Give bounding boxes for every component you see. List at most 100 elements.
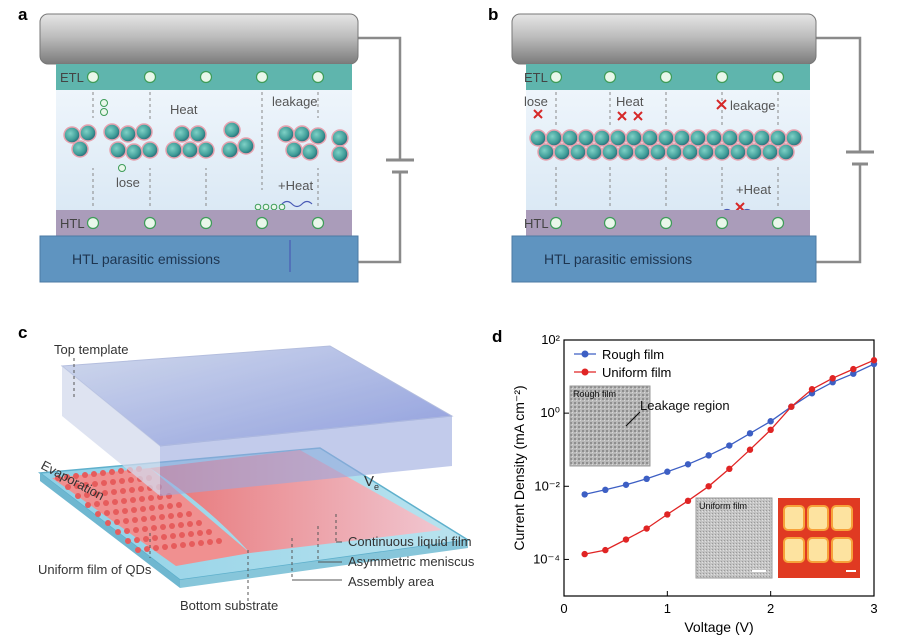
rough-film-inset-label: Rough film (573, 389, 616, 399)
qd-dot (114, 519, 120, 525)
qd-dot (697, 143, 715, 161)
continuous-film-label: Continuous liquid film (348, 534, 472, 549)
qd-dot (84, 492, 90, 498)
pixel-emission (783, 505, 805, 531)
qd-dot (110, 479, 116, 485)
qd-dot (176, 502, 182, 508)
qd-dot (216, 538, 222, 544)
qd-dot (141, 516, 147, 522)
data-point (767, 418, 774, 425)
data-point (664, 468, 671, 475)
qd-dot (125, 538, 131, 544)
panel-c: c Top template Evaporation Ve Continuous… (18, 323, 475, 613)
x-axis-label: Voltage (V) (684, 619, 753, 635)
qd-dot (170, 533, 176, 539)
uniform-film-label: Uniform film of QDs (38, 562, 152, 577)
heat-wave (281, 200, 313, 208)
velocity-label: Ve (364, 473, 379, 492)
y-tick-label: 10⁰ (540, 405, 560, 420)
qd-dot (104, 510, 110, 516)
annotation-leaders (73, 358, 337, 604)
hole-charges (86, 216, 325, 230)
uniform-qd-film (529, 129, 803, 161)
qd-dot (129, 487, 135, 493)
top-electrode (39, 13, 359, 65)
qd-dot (91, 471, 97, 477)
qd-dot (162, 544, 168, 550)
qd-dot (65, 484, 71, 490)
data-point (726, 442, 733, 449)
leakage-label: leakage (730, 98, 776, 113)
data-point (602, 486, 609, 494)
data-point (746, 430, 754, 437)
pixel-emission (831, 537, 853, 563)
heat-label: Heat (170, 102, 198, 117)
bottom-substrate-label: Bottom substrate (180, 598, 278, 613)
qd-dot (617, 143, 635, 161)
qd-dot (64, 474, 70, 480)
qd-dot (148, 495, 154, 501)
qd-dot (745, 143, 763, 161)
qd-dot (665, 143, 683, 161)
qd-dot (115, 529, 121, 535)
qd-dot (207, 539, 213, 545)
legend-label: Rough film (602, 347, 664, 362)
data-point (581, 550, 588, 558)
htl-label: HTL (524, 216, 549, 231)
qd-dot (131, 507, 137, 513)
data-point (684, 461, 692, 468)
qd-dot (140, 506, 146, 512)
qd-dot (777, 143, 795, 161)
qd-dot (188, 531, 194, 537)
base-label: HTL parasitic emissions (544, 251, 692, 267)
substrate-edge (180, 540, 468, 588)
legend-label: Uniform film (602, 365, 671, 380)
qd-dot (152, 535, 158, 541)
data-point (829, 375, 836, 382)
uniform-film-inset-label: Uniform film (699, 501, 747, 511)
data-point (705, 483, 712, 490)
panel-b-letter: b (488, 5, 498, 24)
qd-dot (633, 143, 651, 161)
qd-dot (187, 521, 193, 527)
data-point (870, 357, 878, 364)
data-point (788, 403, 795, 410)
pixel-emission (831, 505, 853, 531)
qd-dot (95, 511, 101, 517)
pixel-emission (783, 537, 805, 563)
qd-dot (135, 547, 141, 553)
htl-parasitic-block (511, 235, 817, 283)
qd-dot (585, 143, 603, 161)
qd-dot (729, 143, 747, 161)
meniscus-label: Asymmetric meniscus (348, 554, 475, 569)
data-point (767, 426, 774, 434)
qd-dot (681, 143, 699, 161)
rough-qd-film (63, 121, 349, 163)
plus-heat-label: +Heat (736, 182, 771, 197)
qd-dot (100, 470, 106, 476)
qd-dot (102, 490, 108, 496)
qd-dot (179, 532, 185, 538)
htl-label: HTL (60, 216, 85, 231)
qd-dot (128, 477, 134, 483)
qd-dot (537, 143, 555, 161)
top-template-label: Top template (54, 342, 128, 357)
base-label: HTL parasitic emissions (72, 251, 220, 267)
qd-dot (92, 481, 98, 487)
substrate-edge (40, 473, 180, 588)
qd-dot (111, 489, 117, 495)
qd-dot (177, 512, 183, 518)
electron-charges (86, 70, 325, 84)
qd-dot (83, 482, 89, 488)
plot-frame (563, 339, 875, 597)
qd-dot (160, 524, 166, 530)
y-tick-label: 10² (541, 332, 560, 347)
carrier-paths (555, 92, 779, 206)
qd-dot (123, 518, 129, 524)
qd-dot (149, 505, 155, 511)
qd-dot (109, 469, 115, 475)
qd-dot (761, 143, 779, 161)
qd-dot (161, 534, 167, 540)
qd-dot (158, 504, 164, 510)
qd-dot (171, 543, 177, 549)
